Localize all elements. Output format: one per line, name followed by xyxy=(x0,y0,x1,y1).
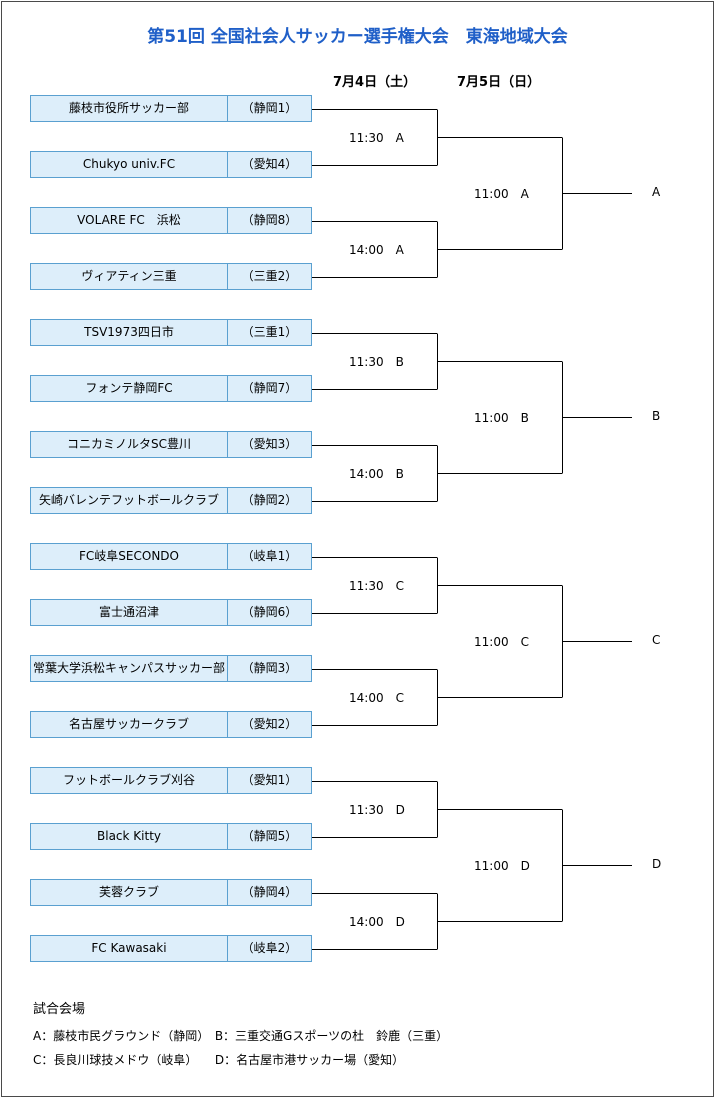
team-row: 藤枝市役所サッカー部 （静岡1） xyxy=(30,95,312,122)
team-prefecture: （愛知2） xyxy=(241,717,298,731)
venue-d: D：名古屋市港サッカー場（愛知） xyxy=(214,1053,405,1067)
team-prefecture: （静岡6） xyxy=(241,605,298,619)
team-name: FC岐阜SECONDO xyxy=(31,544,228,569)
team-prefecture: （愛知4） xyxy=(241,157,298,171)
day-header-2: 7月5日（日） xyxy=(457,75,541,90)
team-name: 藤枝市役所サッカー部 xyxy=(31,96,228,121)
group-winner-label: A xyxy=(652,185,661,199)
team-name: 矢崎バレンテフットボールクラブ xyxy=(31,488,228,513)
round1-match-label: 11:30 B xyxy=(349,355,404,369)
round1-match-label: 11:30 D xyxy=(349,803,405,817)
round2-match-label: 11:00 B xyxy=(474,411,529,425)
team-name: Black Kitty xyxy=(31,824,228,849)
team-prefecture: （三重1） xyxy=(241,325,298,339)
team-row: FC Kawasaki （岐阜2） xyxy=(30,935,312,962)
round2-match-label: 11:00 D xyxy=(474,859,530,873)
team-name: フットボールクラブ刈谷 xyxy=(31,768,228,793)
team-row: FC岐阜SECONDO （岐阜1） xyxy=(30,543,312,570)
venue-b: B：三重交通Gスポーツの杜 鈴鹿（三重） xyxy=(214,1029,449,1043)
round1-match-label: 11:30 C xyxy=(349,579,404,593)
team-row: フットボールクラブ刈谷 （愛知1） xyxy=(30,767,312,794)
group-winner-label: B xyxy=(652,409,661,423)
team-name: Chukyo univ.FC xyxy=(31,152,228,177)
group-winner-label: C xyxy=(652,633,661,647)
team-name: 名古屋サッカークラブ xyxy=(31,712,228,737)
team-name: コニカミノルタSC豊川 xyxy=(31,432,228,457)
team-name: 常葉大学浜松キャンパスサッカー部 xyxy=(31,656,228,681)
day-header-1: 7月4日（土） xyxy=(333,75,417,90)
round1-match-label: 14:00 B xyxy=(349,467,404,481)
round1-match-label: 14:00 C xyxy=(349,691,404,705)
team-row: Black Kitty （静岡5） xyxy=(30,823,312,850)
team-name: ヴィアティン三重 xyxy=(31,264,228,289)
team-row: Chukyo univ.FC （愛知4） xyxy=(30,151,312,178)
team-row: コニカミノルタSC豊川 （愛知3） xyxy=(30,431,312,458)
team-name: FC Kawasaki xyxy=(31,936,228,961)
team-row: 矢崎バレンテフットボールクラブ （静岡2） xyxy=(30,487,312,514)
team-row: VOLARE FC 浜松 （静岡8） xyxy=(30,207,312,234)
venue-c: C：長良川球技メドウ（岐阜） xyxy=(33,1053,198,1067)
round1-match-label: 11:30 A xyxy=(349,131,404,145)
venue-title: 試合会場 xyxy=(33,1002,86,1017)
round1-match-label: 14:00 A xyxy=(349,243,404,257)
team-name: 富士通沼津 xyxy=(31,600,228,625)
team-name: フォンテ静岡FC xyxy=(31,376,228,401)
round2-match-label: 11:00 C xyxy=(474,635,529,649)
team-prefecture: （岐阜2） xyxy=(241,941,298,955)
team-prefecture: （静岡1） xyxy=(241,101,298,115)
team-name: TSV1973四日市 xyxy=(31,320,228,345)
team-prefecture: （静岡8） xyxy=(241,213,298,227)
team-row: 名古屋サッカークラブ （愛知2） xyxy=(30,711,312,738)
page-title: 第51回 全国社会人サッカー選手権大会 東海地域大会 xyxy=(147,27,568,47)
team-prefecture: （岐阜1） xyxy=(241,549,298,563)
team-prefecture: （静岡3） xyxy=(241,661,298,675)
venue-list: 試合会場 A：藤枝市民グラウンド（静岡） B：三重交通Gスポーツの杜 鈴鹿（三重… xyxy=(33,998,448,1072)
team-row: 常葉大学浜松キャンパスサッカー部 （静岡3） xyxy=(30,655,312,682)
team-prefecture: （静岡4） xyxy=(241,885,298,899)
team-prefecture: （静岡7） xyxy=(241,381,298,395)
team-row: 芙蓉クラブ （静岡4） xyxy=(30,879,312,906)
team-row: フォンテ静岡FC （静岡7） xyxy=(30,375,312,402)
team-name: VOLARE FC 浜松 xyxy=(31,208,228,233)
team-row: ヴィアティン三重 （三重2） xyxy=(30,263,312,290)
team-prefecture: （愛知1） xyxy=(241,773,298,787)
round1-match-label: 14:00 D xyxy=(349,915,405,929)
venue-a: A：藤枝市民グラウンド（静岡） xyxy=(33,1029,210,1043)
team-prefecture: （静岡2） xyxy=(241,493,298,507)
team-prefecture: （三重2） xyxy=(241,269,298,283)
round2-match-label: 11:00 A xyxy=(474,187,529,201)
team-name: 芙蓉クラブ xyxy=(31,880,228,905)
team-row: 富士通沼津 （静岡6） xyxy=(30,599,312,626)
team-prefecture: （愛知3） xyxy=(241,437,298,451)
group-winner-label: D xyxy=(652,857,662,871)
team-prefecture: （静岡5） xyxy=(241,829,298,843)
team-row: TSV1973四日市 （三重1） xyxy=(30,319,312,346)
